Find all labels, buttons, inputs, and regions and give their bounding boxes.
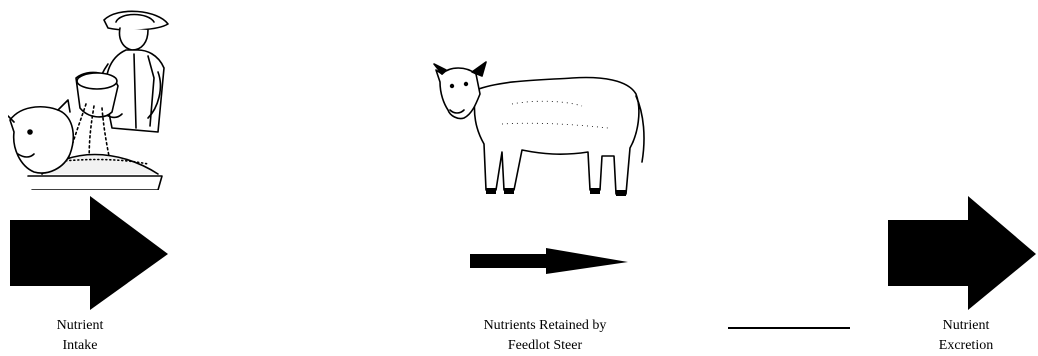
caption-line: Nutrients Retained by (452, 316, 638, 336)
caption-line: Nutrient (906, 316, 1026, 336)
intake-arrow-shape (10, 196, 168, 310)
caption-line: Nutrient (20, 316, 140, 336)
excretion-arrow-shape (888, 196, 1036, 310)
caption-line: Excretion (906, 336, 1026, 356)
caption-line: Feedlot Steer (452, 336, 638, 356)
excretion-arrow (886, 194, 1038, 312)
steer-illustration (432, 44, 648, 196)
separator-line (728, 327, 850, 329)
farmer-feeding-cattle-illustration (8, 8, 176, 190)
intake-arrow (8, 194, 170, 312)
caption-nutrient-excretion: Nutrient Excretion (906, 316, 1026, 356)
retained-arrow (468, 246, 632, 276)
caption-nutrients-retained: Nutrients Retained by Feedlot Steer (452, 316, 638, 356)
caption-line: Intake (20, 336, 140, 356)
retained-arrow-shape (470, 248, 628, 274)
caption-nutrient-intake: Nutrient Intake (20, 316, 140, 356)
